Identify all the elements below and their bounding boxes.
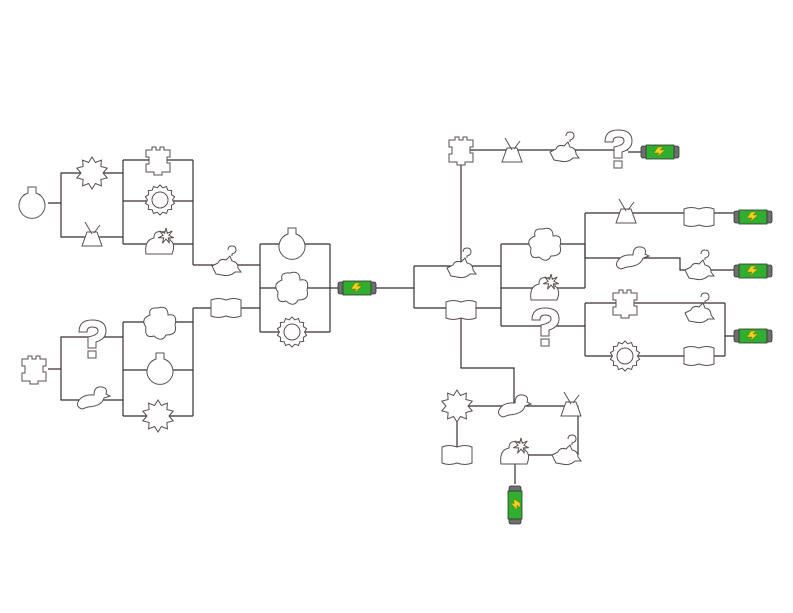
round-flask-icon bbox=[18, 186, 46, 219]
notched-square-icon bbox=[21, 355, 47, 385]
notched-square-icon bbox=[448, 136, 474, 166]
duck-icon bbox=[498, 394, 533, 418]
sparkling-blob-icon bbox=[530, 273, 560, 301]
duck-icon bbox=[77, 386, 112, 410]
beaker-with-stirrer-icon bbox=[560, 391, 582, 417]
round-flask-icon bbox=[146, 352, 174, 385]
rounded-tag-icon bbox=[445, 300, 477, 320]
bird-with-question-icon bbox=[211, 245, 242, 277]
cloud-blob-icon bbox=[275, 271, 309, 305]
cloud-blob-icon bbox=[528, 227, 562, 261]
rounded-tag-icon bbox=[683, 207, 715, 227]
wire-segment bbox=[460, 149, 641, 266]
battery-icon bbox=[733, 209, 773, 225]
battery-icon bbox=[337, 280, 377, 296]
rounded-tag-icon bbox=[210, 298, 242, 318]
gear-icon bbox=[144, 184, 176, 216]
starburst-icon bbox=[75, 156, 109, 190]
starburst-icon bbox=[440, 389, 474, 423]
duck-icon bbox=[616, 246, 651, 270]
bird-with-question-icon bbox=[551, 434, 582, 466]
cloud-blob-icon bbox=[143, 306, 177, 340]
sparkling-blob-icon bbox=[145, 227, 175, 255]
notched-square-icon bbox=[612, 289, 638, 319]
sparkling-blob-icon bbox=[500, 437, 530, 465]
diagram-nodes bbox=[18, 129, 773, 525]
rounded-tag-icon bbox=[683, 346, 715, 366]
bird-with-question-icon bbox=[446, 247, 477, 279]
gear-icon bbox=[276, 316, 308, 348]
beaker-with-stirrer-icon bbox=[615, 198, 637, 224]
rounded-tag-icon bbox=[441, 445, 473, 465]
wire-segment bbox=[584, 302, 734, 357]
beaker-with-stirrer-icon bbox=[501, 137, 523, 163]
battery-icon bbox=[507, 485, 523, 525]
question-mark-icon bbox=[531, 307, 560, 347]
battery-icon bbox=[733, 263, 773, 279]
bird-with-question-icon bbox=[684, 292, 715, 324]
notched-square-icon bbox=[145, 146, 171, 176]
battery-icon bbox=[733, 328, 773, 344]
beaker-with-stirrer-icon bbox=[81, 221, 103, 247]
battery-icon bbox=[640, 144, 680, 160]
bird-with-question-icon bbox=[684, 249, 715, 281]
wire-segment bbox=[48, 336, 123, 401]
question-mark-icon bbox=[604, 129, 633, 169]
starburst-icon bbox=[141, 399, 175, 433]
bird-with-question-icon bbox=[549, 131, 580, 163]
round-flask-icon bbox=[278, 227, 306, 260]
question-mark-icon bbox=[78, 319, 107, 359]
gear-icon bbox=[609, 340, 641, 372]
